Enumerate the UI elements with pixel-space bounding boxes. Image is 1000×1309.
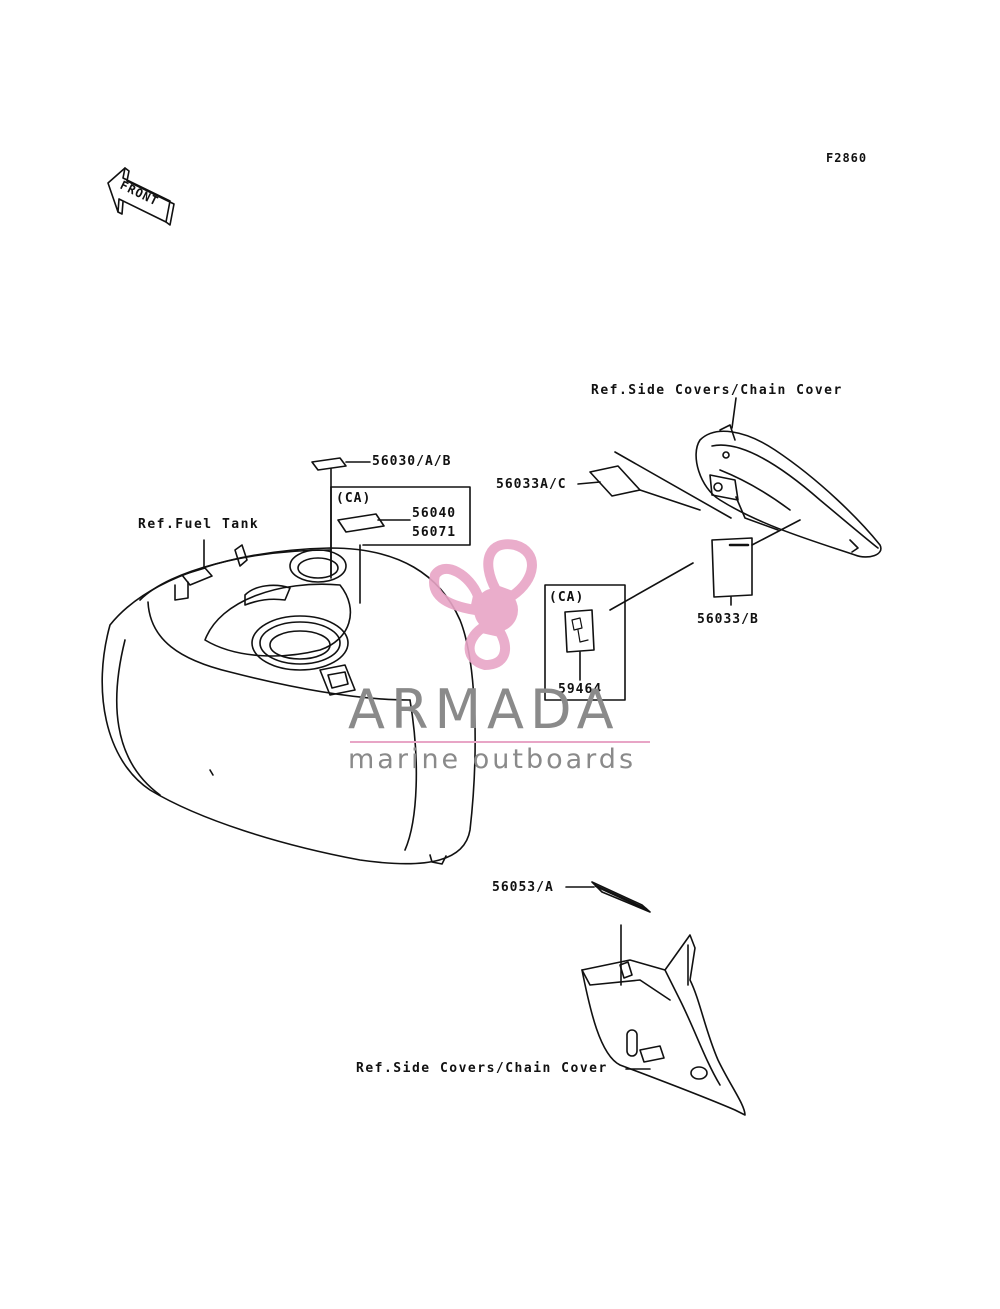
side-cover-bottom-drawing bbox=[581, 934, 746, 1116]
ref-fuel-tank: Ref.Fuel Tank bbox=[138, 517, 260, 532]
ref-side-covers-top: Ref.Side Covers/Chain Cover bbox=[591, 383, 843, 398]
decal-56030 bbox=[311, 457, 371, 471]
ca-label-1: (CA) bbox=[336, 491, 372, 506]
part-56033ac: 56033A/C bbox=[496, 477, 567, 492]
side-cover-top-drawing bbox=[695, 424, 882, 558]
part-56033b: 56033/B bbox=[697, 612, 759, 627]
front-arrow-icon bbox=[107, 167, 175, 226]
fuel-tank-drawing bbox=[101, 467, 476, 865]
watermark-title: ARMADA bbox=[348, 678, 620, 741]
part-59464: 59464 bbox=[558, 682, 603, 697]
armada-propeller-logo bbox=[429, 539, 537, 671]
decal-56033b bbox=[609, 519, 801, 611]
part-56030: 56030/A/B bbox=[372, 454, 452, 469]
watermark-subtitle: marine outboards bbox=[348, 744, 637, 775]
figure-code: F2860 bbox=[826, 151, 868, 165]
ref-side-covers-bottom: Ref.Side Covers/Chain Cover bbox=[356, 1061, 608, 1076]
decal-56053a bbox=[565, 881, 651, 986]
part-56040: 56040 bbox=[412, 506, 457, 521]
decal-56033ac bbox=[577, 451, 732, 519]
part-56071: 56071 bbox=[412, 525, 457, 540]
part-56053a: 56053/A bbox=[492, 880, 554, 895]
ca-box-1 bbox=[330, 486, 471, 579]
ca-box-2 bbox=[544, 584, 626, 701]
ca-label-2: (CA) bbox=[549, 590, 585, 605]
